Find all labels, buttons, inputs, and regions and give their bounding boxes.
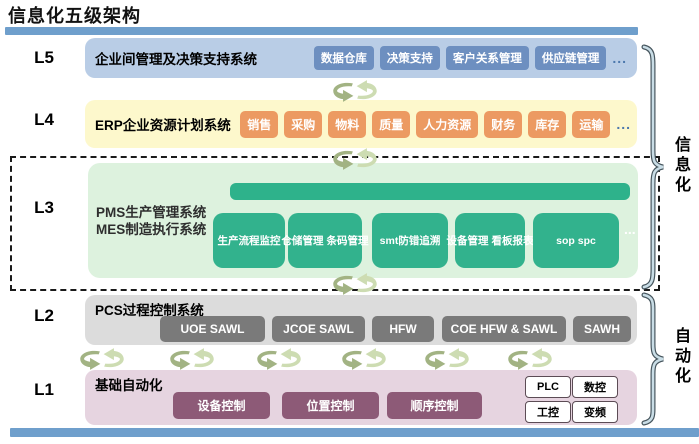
l5-badge: 客户关系管理 bbox=[445, 46, 529, 70]
level-label-l5: L5 bbox=[34, 48, 54, 67]
l3-badge: sop spc bbox=[533, 213, 619, 268]
l1-badge: 位置控制 bbox=[282, 392, 379, 419]
l4-badge: 采购 bbox=[284, 110, 323, 138]
l4-badges: 销售 采购 物料 质量 人力资源 财务 库存 运输 ... bbox=[240, 110, 631, 138]
top-divider-bar bbox=[5, 27, 638, 35]
automation-brace bbox=[641, 292, 664, 426]
l2-badge: HFW bbox=[372, 316, 434, 342]
l1-title: 基础自动化 bbox=[95, 378, 163, 393]
l2-badge: UOE SAWL bbox=[160, 316, 265, 342]
l4-badge: 销售 bbox=[240, 110, 279, 138]
l4-row-box: ERP企业资源计划系统 销售 采购 物料 质量 人力资源 财务 库存 运输 ..… bbox=[85, 100, 637, 148]
cycle-arrows-icon bbox=[425, 348, 469, 370]
cycle-arrows-icon bbox=[170, 348, 214, 370]
l1-chip: PLC bbox=[525, 376, 571, 398]
l5-title: 企业间管理及决策支持系统 bbox=[95, 52, 257, 67]
l4-badge: 财务 bbox=[484, 110, 523, 138]
l3-badge: smt防错追溯 bbox=[372, 213, 448, 268]
bottom-divider-bar bbox=[10, 428, 699, 437]
l3-title-line1: PMS生产管理系统 bbox=[96, 205, 207, 220]
informatization-label: 信息化 bbox=[672, 136, 689, 196]
automation-label: 自动化 bbox=[672, 327, 689, 387]
l3-header-bar bbox=[230, 183, 630, 200]
cycle-arrows-icon bbox=[333, 273, 377, 295]
l1-badge: 顺序控制 bbox=[387, 392, 482, 419]
l3-badge: 生产流程监控 bbox=[213, 213, 285, 268]
l5-row-box: 企业间管理及决策支持系统 数据仓库 决策支持 客户关系管理 供应链管理 ... bbox=[85, 38, 637, 78]
informatization-brace bbox=[641, 44, 664, 290]
l3-title-line2: MES制造执行系统 bbox=[96, 222, 207, 237]
cycle-arrows-icon bbox=[508, 348, 552, 370]
level-label-l4: L4 bbox=[34, 110, 54, 129]
l4-title: ERP企业资源计划系统 bbox=[95, 118, 231, 133]
l5-badge: 供应链管理 bbox=[534, 46, 607, 70]
l3-title: PMS生产管理系统 MES制造执行系统 bbox=[96, 204, 206, 238]
l2-title: PCS过程控制系统 bbox=[95, 303, 204, 318]
l1-chip: 变频 bbox=[572, 401, 618, 423]
l3-row-box: PMS生产管理系统 MES制造执行系统 生产流程监控 仓储管理 条码管理 smt… bbox=[88, 163, 638, 278]
level-label-l2: L2 bbox=[34, 306, 54, 325]
l3-badge: 设备管理 看板报表 bbox=[447, 213, 533, 268]
l3-ellipsis: ... bbox=[624, 221, 636, 237]
l1-chip: 数控 bbox=[572, 376, 618, 398]
l5-badges: 数据仓库 决策支持 客户关系管理 供应链管理 ... bbox=[313, 46, 627, 70]
l2-badge: COE HFW & SAWL bbox=[442, 316, 566, 342]
l4-badge: 库存 bbox=[528, 110, 567, 138]
l5-badge: 决策支持 bbox=[379, 46, 440, 70]
l1-chip: 工控 bbox=[525, 401, 571, 423]
l4-badge: 人力资源 bbox=[416, 110, 479, 138]
cycle-arrows-icon bbox=[333, 148, 377, 170]
l4-badge: 物料 bbox=[328, 110, 367, 138]
cycle-arrows-icon bbox=[257, 348, 301, 370]
cycle-arrows-icon bbox=[342, 348, 386, 370]
level-label-l1: L1 bbox=[34, 380, 54, 399]
cycle-arrows-icon bbox=[80, 348, 124, 370]
l5-badge: 数据仓库 bbox=[313, 46, 374, 70]
l2-badge: SAWH bbox=[573, 316, 631, 342]
l4-badge: 运输 bbox=[572, 110, 611, 138]
l5-ellipsis: ... bbox=[612, 50, 627, 66]
l2-badge: JCOE SAWL bbox=[272, 316, 365, 342]
level-label-l3: L3 bbox=[34, 198, 54, 217]
l4-badge: 质量 bbox=[372, 110, 411, 138]
l1-badge: 设备控制 bbox=[173, 392, 270, 419]
l4-ellipsis: ... bbox=[616, 116, 631, 132]
page-title: 信息化五级架构 bbox=[8, 6, 141, 26]
l3-badge: 仓储管理 条码管理 bbox=[282, 213, 368, 268]
cycle-arrows-icon bbox=[333, 80, 377, 102]
